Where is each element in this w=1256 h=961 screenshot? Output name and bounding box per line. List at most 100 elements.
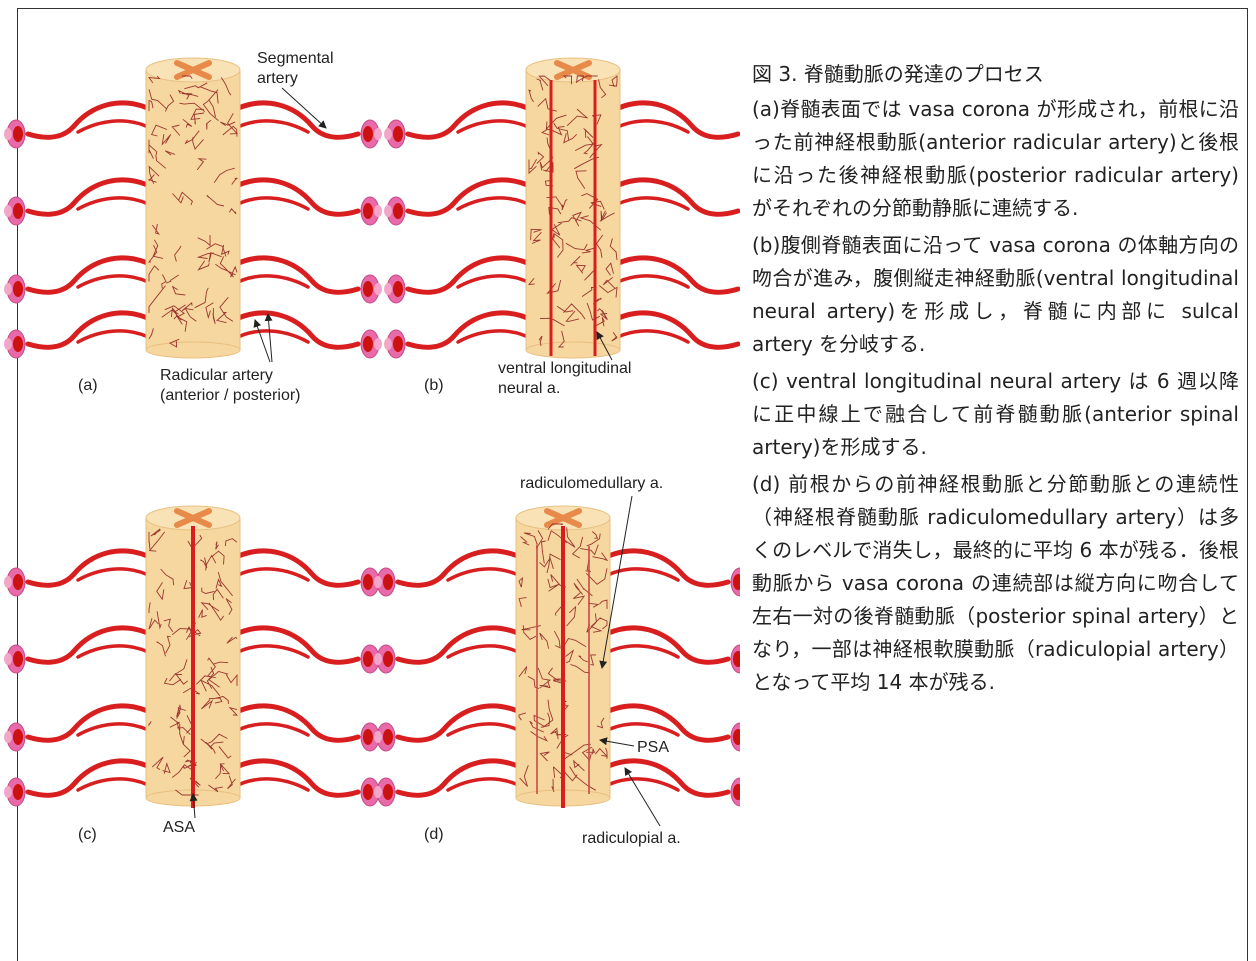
segmental-artery-lumen	[383, 729, 393, 745]
radicular-artery-pointer-2	[268, 314, 272, 362]
radicular-branch-left	[458, 276, 534, 287]
segmental-artery-wall	[384, 205, 392, 217]
segmental-artery-lumen	[363, 729, 373, 745]
caption-paragraph-d: (d) 前根からの前神経根動脈と分節動脈との連続性（神経根脊髄動脈 radicu…	[752, 468, 1239, 699]
spinal-artery-development-figure: (a) (b) (c) (d) Segmental artery Radicul…	[0, 0, 740, 961]
radicular-branch-left	[78, 198, 154, 209]
spinal-cord-body	[526, 70, 620, 350]
segmental-artery-lumen	[393, 281, 403, 297]
spinal-cord-body	[146, 70, 240, 350]
radicular-branch-right	[602, 569, 678, 580]
radicular-branch-left	[78, 646, 154, 657]
segmental-artery-lumen	[13, 574, 23, 590]
segmental-artery-lumen	[383, 784, 393, 800]
caption-title: 図 3. 脊髄動脈の発達のプロセス	[752, 58, 1239, 91]
segmental-branch-left	[28, 258, 154, 292]
segmental-branch-left	[28, 761, 154, 795]
segmental-artery-wall	[374, 653, 382, 665]
radicular-branch-right	[612, 331, 688, 342]
segmental-branch-right	[232, 628, 358, 662]
panel-a-letter: (a)	[78, 377, 98, 394]
radicular-artery-label-line2: (anterior / posterior)	[160, 387, 301, 404]
radicular-branch-right	[612, 276, 688, 287]
segmental-artery-wall	[384, 338, 392, 350]
segmental-artery-lumen	[13, 651, 23, 667]
segmental-artery-lumen	[13, 281, 23, 297]
vlna-label-line1: ventral longitudinal	[498, 360, 631, 377]
segmental-branch-right	[232, 551, 358, 585]
radicular-branch-right	[602, 724, 678, 735]
segmental-artery-wall	[4, 283, 12, 295]
caption-paragraph-c: (c) ventral longitudinal neural artery は…	[752, 365, 1239, 464]
segmental-branch-left	[28, 180, 154, 214]
segmental-branch-left	[408, 258, 534, 292]
segmental-artery-wall	[4, 205, 12, 217]
segmental-artery-lumen	[363, 784, 373, 800]
segmental-branch-left	[398, 706, 524, 740]
segmental-artery-lumen	[363, 336, 373, 352]
segmental-artery-lumen	[363, 651, 373, 667]
segmental-branch-left	[408, 313, 534, 347]
radicular-branch-left	[78, 121, 154, 132]
segmental-artery-lumen	[393, 336, 403, 352]
segmental-artery-lumen	[363, 574, 373, 590]
radiculomedullary-label: radiculomedullary a.	[520, 475, 663, 492]
segmental-artery-lumen	[13, 126, 23, 142]
segmental-branch-right	[602, 628, 728, 662]
segmental-artery-lumen	[363, 281, 373, 297]
segmental-branch-right	[602, 761, 728, 795]
radicular-branch-left	[448, 779, 524, 790]
segmental-artery-lumen	[13, 729, 23, 745]
segmental-artery-label-line2: artery	[257, 70, 298, 87]
radicular-branch-left	[78, 276, 154, 287]
segmental-artery-wall	[374, 205, 382, 217]
segmental-branch-left	[408, 180, 534, 214]
segmental-artery-wall	[4, 576, 12, 588]
segmental-artery-lumen	[363, 203, 373, 219]
caption-paragraph-a: (a)脊髄表面では vasa corona が形成され，前根に沿った前神経根動脈…	[752, 93, 1239, 225]
radicular-branch-left	[448, 646, 524, 657]
asa-label: ASA	[163, 819, 195, 836]
panel-c-letter: (c)	[78, 826, 97, 843]
segmental-branch-left	[28, 706, 154, 740]
segmental-artery-label-line1: Segmental	[257, 50, 334, 67]
radicular-branch-left	[448, 724, 524, 735]
segmental-branch-right	[232, 313, 358, 347]
radicular-artery-label-line1: Radicular artery	[160, 367, 273, 384]
radicular-branch-right	[612, 121, 688, 132]
radicular-branch-right	[232, 276, 308, 287]
segmental-branch-right	[232, 103, 358, 137]
segmental-artery-lumen	[393, 203, 403, 219]
radicular-branch-right	[232, 121, 308, 132]
caption-paragraph-b: (b)腹側脊髄表面に沿って vasa corona の体軸方向の吻合が進み，腹側…	[752, 229, 1239, 361]
segmental-branch-right	[232, 180, 358, 214]
radicular-branch-left	[458, 331, 534, 342]
segmental-branch-right	[232, 761, 358, 795]
psa-label: PSA	[637, 739, 669, 756]
segmental-branch-right	[612, 258, 738, 292]
radicular-branch-right	[232, 569, 308, 580]
panel-d-letter: (d)	[424, 826, 444, 843]
segmental-branch-left	[398, 628, 524, 662]
radicular-branch-right	[232, 779, 308, 790]
radicular-branch-left	[78, 724, 154, 735]
radicular-artery-pointer-1	[255, 320, 270, 362]
panel-c	[4, 506, 382, 808]
panel-b-letter: (b)	[424, 377, 444, 394]
radiculopial-label: radiculopial a.	[582, 830, 681, 847]
segmental-branch-right	[602, 551, 728, 585]
vlna-label-line2: neural a.	[498, 380, 560, 397]
segmental-branch-right	[612, 103, 738, 137]
figure-caption: 図 3. 脊髄動脈の発達のプロセス (a)脊髄表面では vasa corona …	[752, 58, 1239, 703]
segmental-artery-lumen	[363, 126, 373, 142]
spinal-cord-bottom	[526, 342, 620, 358]
segmental-artery-wall	[374, 283, 382, 295]
segmental-artery-lumen	[383, 574, 393, 590]
segmental-artery-wall	[384, 283, 392, 295]
segmental-artery-wall	[374, 731, 382, 743]
panel-d	[374, 506, 740, 808]
radiculopial-pointer	[625, 768, 660, 826]
segmental-branch-right	[232, 706, 358, 740]
segmental-artery-wall	[384, 128, 392, 140]
panel-b	[384, 58, 740, 358]
